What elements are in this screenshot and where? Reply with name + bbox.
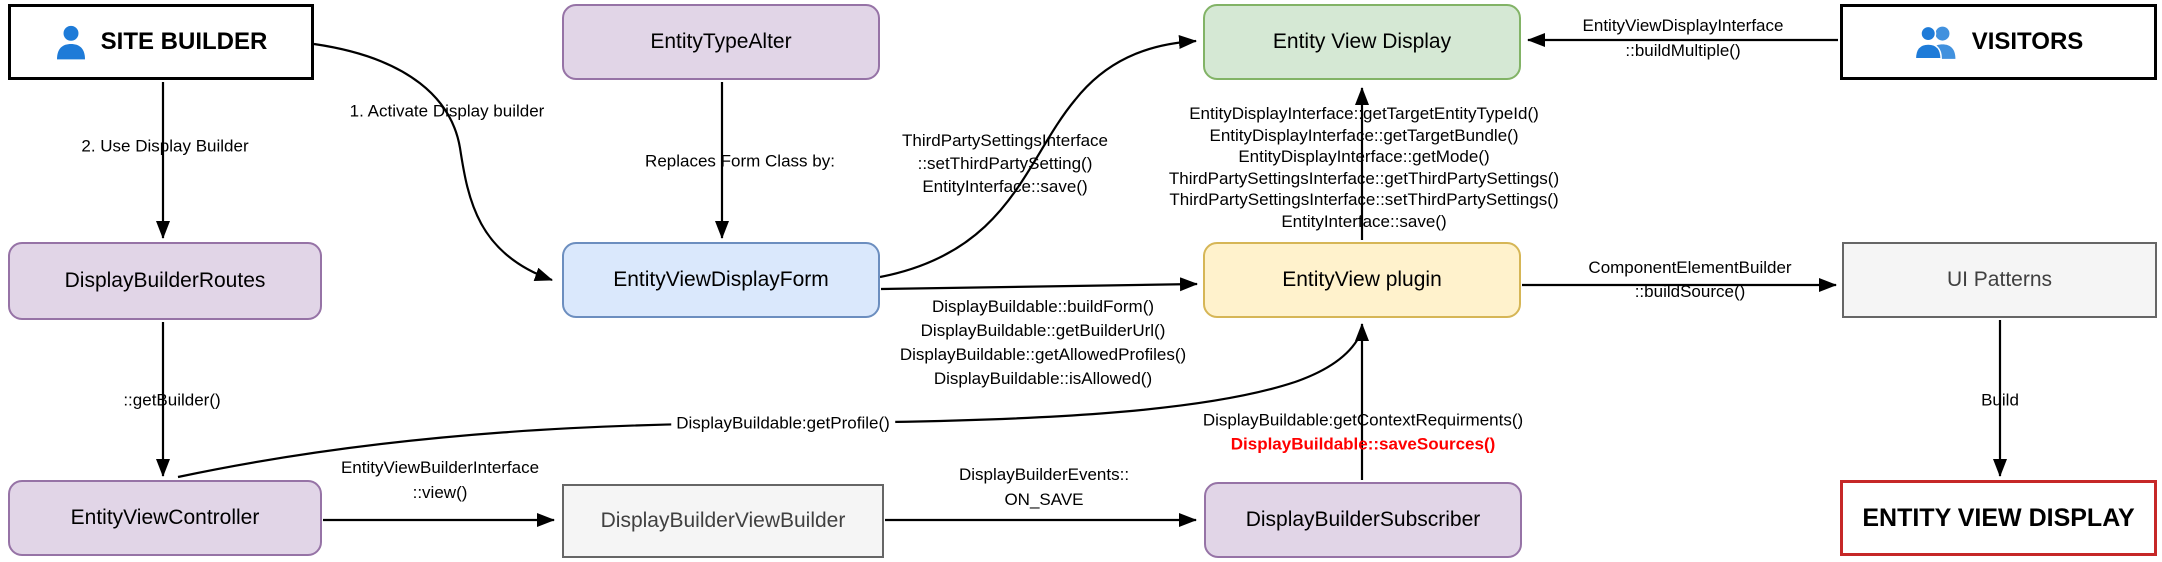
node-label: DisplayBuilderSubscriber <box>1245 508 1481 531</box>
node-label: EntityViewDisplayForm <box>613 268 829 291</box>
edge-label-replaces-form-class: Replaces Form Class by: <box>645 151 835 171</box>
edge-label-line: ON_SAVE <box>1004 490 1084 509</box>
edge-set-third-party <box>879 35 1197 279</box>
edge-activate-display-builder <box>313 42 553 282</box>
edge-label-line: ::buildMultiple() <box>1625 41 1741 60</box>
edge-label-save-sources: DisplayBuildable::saveSources() <box>1230 434 1496 454</box>
edge-label-line: EntityViewDisplayInterface <box>1582 16 1784 35</box>
node-label: EntityTypeAlter <box>650 30 792 53</box>
node-ui-patterns: UI Patterns <box>1842 242 2157 318</box>
edge-label-line: EntityDisplayInterface::getTargetEntityT… <box>1189 104 1539 123</box>
edge-label-line: DisplayBuildable::getBuilderUrl() <box>920 321 1166 340</box>
node-label: EntityView plugin <box>1282 268 1442 291</box>
person-icon <box>56 25 85 60</box>
edge-label-line: ::setThirdPartySetting() <box>917 154 1093 173</box>
edge-label-view: EntityViewBuilderInterface ::view() <box>341 455 539 505</box>
edge-label-get-profile: DisplayBuildable:getProfile() <box>671 411 895 435</box>
edge-label-line: DisplayBuildable::getAllowedProfiles() <box>899 345 1187 364</box>
edge-label-line: DisplayBuilderEvents:: <box>958 465 1130 484</box>
edge-label-activate-display-builder: 1. Activate Display builder <box>349 101 545 121</box>
edge-label-display-interface-methods: EntityDisplayInterface::getTargetEntityT… <box>1169 103 1559 232</box>
edge-label-line: ThirdPartySettingsInterface::getThirdPar… <box>1168 168 1560 188</box>
node-entity-type-alter: EntityTypeAlter <box>562 4 880 80</box>
edge-label-get-context-requirments: DisplayBuildable:getContextRequirments() <box>1202 410 1524 430</box>
edge-label-line: ThirdPartySettingsInterface::setThirdPar… <box>1169 190 1559 209</box>
edge-label-component-element-builder: ComponentElementBuilder ::buildSource() <box>1588 256 1791 304</box>
node-entity-view-display: Entity View Display <box>1203 4 1521 80</box>
node-label: SITE BUILDER <box>100 28 268 55</box>
node-visitors: VISITORS <box>1840 4 2157 80</box>
node-display-builder-view-builder: DisplayBuilderViewBuilder <box>562 484 884 558</box>
edge-label-set-third-party: ThirdPartySettingsInterface ::setThirdPa… <box>902 129 1108 198</box>
edge-label-buildable-methods: DisplayBuildable::buildForm() DisplayBui… <box>900 295 1186 391</box>
node-label: ENTITY VIEW DISPLAY <box>1862 503 2135 532</box>
node-label: UI Patterns <box>1946 268 2053 291</box>
node-display-builder-subscriber: DisplayBuilderSubscriber <box>1204 482 1522 558</box>
node-label: EntityViewController <box>70 506 260 529</box>
node-label: VISITORS <box>1971 28 2084 55</box>
edge-label-build: Build <box>1981 390 2019 410</box>
node-label: DisplayBuilderRoutes <box>64 269 266 292</box>
edge-label-line: DisplayBuildable::buildForm() <box>931 297 1155 316</box>
edge-label-line: ::view() <box>412 483 468 502</box>
edge-label-build-multiple: EntityViewDisplayInterface ::buildMultip… <box>1583 13 1784 63</box>
edge-buildable-methods <box>880 277 1198 292</box>
edge-label-line: EntityInterface::save() <box>1281 211 1447 231</box>
node-site-builder: SITE BUILDER <box>8 4 314 80</box>
edge-label-line: EntityDisplayInterface::getTargetBundle(… <box>1209 125 1519 145</box>
edge-label-line: DisplayBuildable::isAllowed() <box>933 369 1153 388</box>
edge-label-line: ThirdPartySettingsInterface <box>902 131 1108 150</box>
node-entity-view-display-final: ENTITY VIEW DISPLAY <box>1840 480 2157 556</box>
node-label: DisplayBuilderViewBuilder <box>600 509 846 532</box>
edge-label-on-save: DisplayBuilderEvents:: ON_SAVE <box>959 462 1129 512</box>
node-display-builder-routes: DisplayBuilderRoutes <box>8 242 322 320</box>
edge-label-line: EntityDisplayInterface::getMode() <box>1238 147 1490 166</box>
people-icon <box>1914 25 1956 59</box>
node-entity-view-plugin: EntityView plugin <box>1203 242 1521 318</box>
node-label: Entity View Display <box>1272 30 1452 53</box>
edge-label-line: ComponentElementBuilder <box>1588 258 1792 277</box>
edge-label-get-builder: ::getBuilder() <box>123 390 221 410</box>
edge-get-profile <box>177 336 1360 479</box>
node-entity-view-display-form: EntityViewDisplayForm <box>562 242 880 318</box>
edge-label-line: EntityViewBuilderInterface <box>340 458 540 477</box>
node-entity-view-controller: EntityViewController <box>8 480 322 556</box>
edge-label-line: EntityInterface::save() <box>922 177 1088 196</box>
edge-label-line: ::buildSource() <box>1634 282 1746 301</box>
edge-label-use-display-builder: 2. Use Display Builder <box>81 136 249 156</box>
